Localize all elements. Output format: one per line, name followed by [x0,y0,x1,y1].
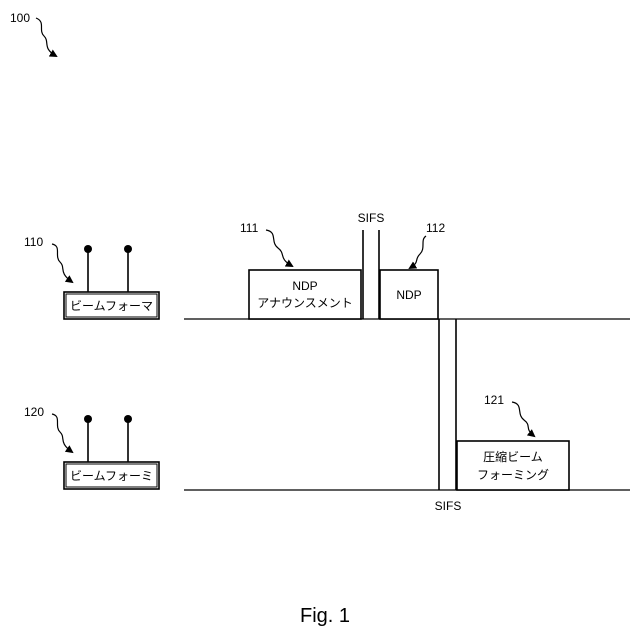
figure-ref-leader [36,18,56,56]
beamformee-ref-label: 120 [24,405,44,419]
beamformer-label: ビームフォーマ [70,299,153,313]
ndp-announcement-box [249,270,361,319]
beamformer-device: 110 ビームフォーマ [24,235,159,319]
ndp-label: NDP [396,288,421,302]
ndp-frame: 112 NDP [380,221,445,319]
compressed-beamforming-line1: 圧縮ビーム [483,449,543,464]
compressed-beamforming-line2: フォーミング [477,468,549,482]
beamformer-ref-label: 110 [24,235,43,249]
compressed-beamforming-frame: 121 圧縮ビーム フォーミング [457,393,569,490]
beamformee-antenna-left-tip [84,415,92,423]
beamformee-antenna-right-tip [124,415,132,423]
sifs-bottom-label: SIFS [435,499,462,513]
beamformee-ref-leader [52,414,72,452]
compressed-beamforming-ref-leader [512,402,534,436]
ndp-announcement-ref-leader [266,230,292,266]
sifs-top-label: SIFS [358,211,385,225]
figure-ref-label: 100 [10,11,30,25]
ndp-announcement-line1: NDP [292,279,317,293]
beamformer-ref-leader [52,244,72,282]
ndp-announcement-line2: アナウンスメント [257,296,353,310]
beamformee-label: ビームフォーミ [70,469,153,483]
ndp-announcement-ref-label: 111 [240,221,259,235]
ndp-announcement-frame: 111 NDP アナウンスメント [240,221,361,319]
figure-caption: Fig. 1 [300,605,350,627]
compressed-beamforming-box [457,441,569,490]
compressed-beamforming-ref-label: 121 [484,393,504,407]
ndp-ref-label: 112 [426,221,445,235]
beamformee-device: 120 ビームフォーミ [24,405,159,489]
beamformer-antenna-right-tip [124,245,132,253]
beamformer-antenna-left-tip [84,245,92,253]
ndp-ref-leader [410,236,426,268]
